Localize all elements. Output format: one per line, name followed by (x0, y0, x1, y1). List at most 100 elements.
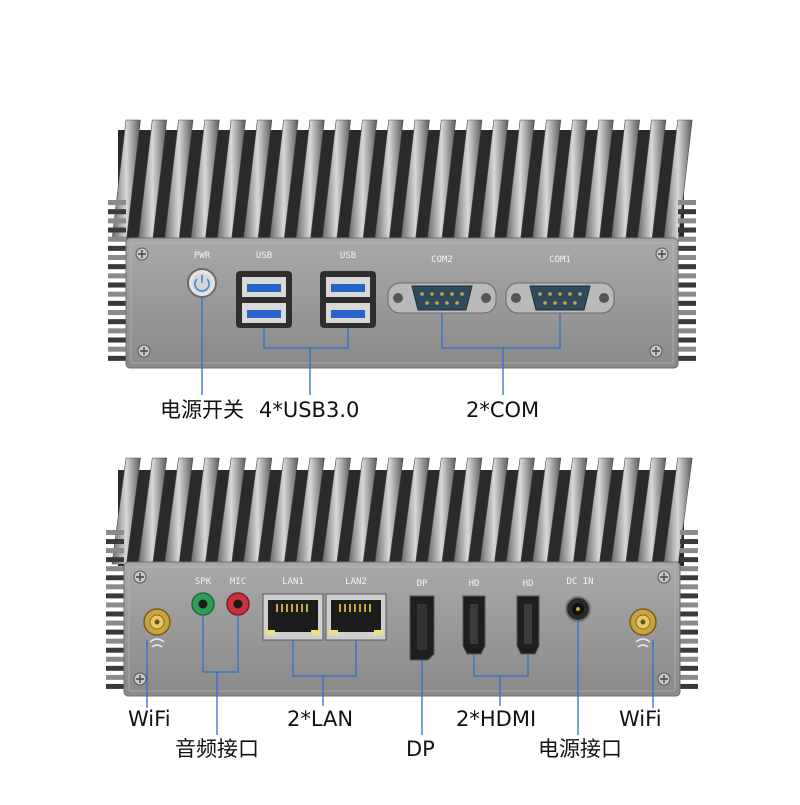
side-fin (678, 346, 696, 352)
side-fin (106, 593, 124, 599)
usb-label-left: USB (256, 251, 272, 261)
screw-icon (649, 344, 663, 358)
dp-label: DP (417, 579, 428, 589)
side-fin (678, 273, 696, 279)
side-fin (680, 539, 698, 545)
side-fin (678, 245, 696, 251)
side-fin (108, 273, 126, 279)
side-fin (680, 575, 698, 581)
callout-dp: DP (406, 737, 435, 761)
side-fin (106, 548, 124, 554)
screw-icon (133, 672, 147, 686)
callout-audio: 音频接口 (175, 737, 259, 761)
dc-in-jack[interactable] (565, 596, 591, 622)
mic-label: MIC (230, 577, 246, 587)
side-fin (678, 236, 696, 242)
side-fin (108, 236, 126, 242)
side-fin (108, 319, 126, 325)
dc-in-label: DC IN (566, 577, 593, 587)
side-fin (108, 245, 126, 251)
side-fin (108, 282, 126, 288)
side-fin (108, 337, 126, 343)
side-fin (680, 557, 698, 563)
side-fin (680, 584, 698, 590)
side-fin (680, 548, 698, 554)
side-fin (106, 638, 124, 644)
side-fin (106, 683, 124, 689)
usb-port-stack-right[interactable] (320, 271, 376, 328)
callout-com: 2*COM (466, 398, 540, 422)
side-fin (680, 638, 698, 644)
pwr-label: PWR (194, 251, 211, 261)
side-fin (678, 328, 696, 334)
side-fin (106, 557, 124, 563)
side-fin (680, 683, 698, 689)
side-fin (108, 310, 126, 316)
side-fin (678, 291, 696, 297)
side-fin (106, 629, 124, 635)
side-fins-right (678, 200, 696, 361)
side-fin (680, 629, 698, 635)
side-fin (680, 602, 698, 608)
hdmi-port-2[interactable] (516, 595, 540, 655)
callout-lan: 2*LAN (287, 707, 354, 731)
displayport-port[interactable] (409, 595, 435, 661)
side-fin (678, 209, 696, 215)
side-fin (678, 310, 696, 316)
side-fin (106, 611, 124, 617)
screw-icon (657, 570, 671, 584)
lan2-label: LAN2 (345, 577, 367, 587)
side-fin (106, 566, 124, 572)
side-fin (106, 575, 124, 581)
side-fin (680, 674, 698, 680)
side-fin (680, 593, 698, 599)
side-fin (108, 355, 126, 361)
side-fin (680, 530, 698, 535)
side-fin (106, 647, 124, 653)
side-fin (680, 647, 698, 653)
wifi-antenna-connector-left[interactable] (143, 608, 171, 648)
lan1-port[interactable] (262, 593, 324, 641)
top-leader-lines (201, 297, 561, 395)
callout-wifi-left: WiFi (128, 707, 171, 731)
side-fin (678, 200, 696, 206)
screw-icon (133, 570, 147, 584)
side-fin (106, 620, 124, 626)
usb-label-right: USB (340, 251, 356, 261)
heatsink-fin (111, 457, 141, 565)
usb-port-stack-left[interactable] (236, 271, 292, 328)
speaker-jack[interactable] (191, 592, 215, 616)
lan1-label: LAN1 (282, 577, 304, 587)
side-fin (106, 674, 124, 680)
hdmi-port-1[interactable] (462, 595, 486, 655)
side-fin (678, 264, 696, 270)
side-fin (678, 319, 696, 325)
com2-label: COM2 (431, 255, 453, 265)
side-fin (108, 328, 126, 334)
com2-port[interactable] (387, 282, 497, 314)
mic-jack[interactable] (226, 592, 250, 616)
power-icon (194, 278, 210, 292)
side-fin (678, 282, 696, 288)
side-fin (108, 264, 126, 270)
side-fin (108, 346, 126, 352)
bottom-unit: SPK MIC LAN1 LAN2 DP (106, 457, 698, 735)
callout-usb: 4*USB3.0 (259, 398, 360, 422)
screw-icon (137, 344, 151, 358)
side-fin (108, 255, 126, 261)
side-fin (680, 665, 698, 671)
screw-icon (655, 247, 669, 261)
side-fin (106, 665, 124, 671)
power-button[interactable] (187, 268, 217, 298)
hd2-label: HD (523, 579, 534, 589)
wifi-antenna-connector-right[interactable] (629, 608, 657, 648)
lan2-port[interactable] (325, 593, 387, 641)
com1-port[interactable] (505, 282, 615, 314)
screw-icon (657, 672, 671, 686)
side-fin (108, 209, 126, 215)
callout-power-jack: 电源接口 (538, 737, 622, 761)
callout-wifi-right: WiFi (619, 707, 662, 731)
side-fins-right (680, 530, 698, 689)
side-fin (678, 337, 696, 343)
